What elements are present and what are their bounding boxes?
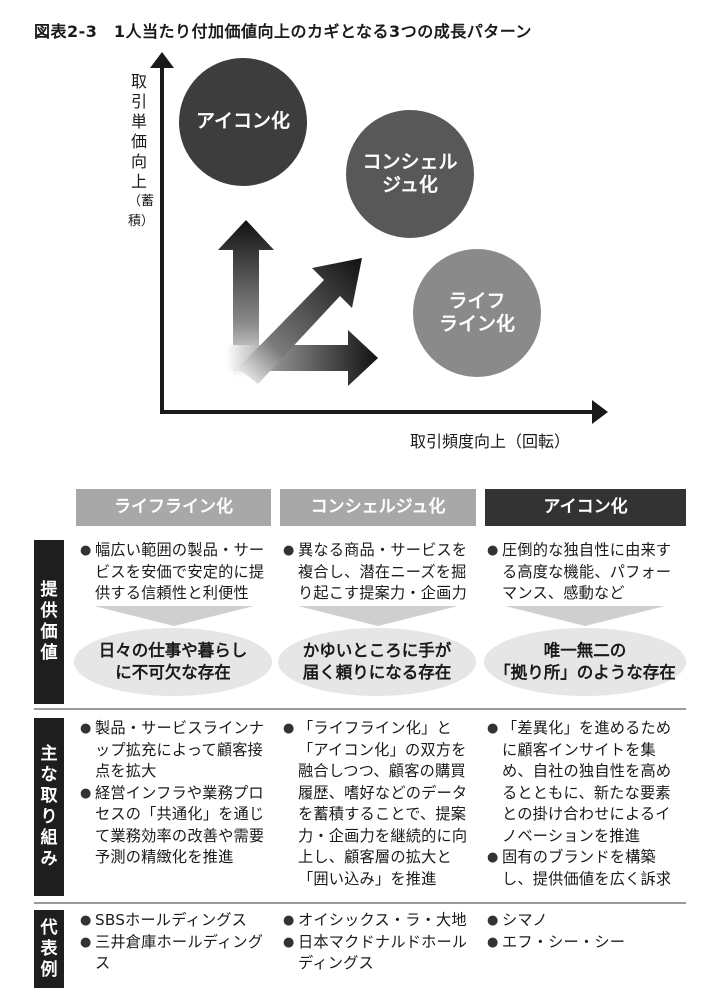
value-cell-icon: 圧倒的な独自性に由来する高度な機能、パフォーマンス、感動など: [487, 540, 683, 605]
y-axis-label: 取 引 単 価 向 上 （蓄 積）: [128, 72, 155, 229]
list-item: 幅広い範囲の製品・サービスを安価で安定的に提供する信頼性と利便性: [80, 540, 270, 605]
examples-cell-icon: シマノ エフ・シー・シー: [487, 910, 683, 953]
list-item: 「差異化」を進めるために顧客インサイトを集め、自社の独自性を高めるとともに、新た…: [487, 718, 683, 847]
row-label-examples: 代 表 例: [34, 910, 64, 988]
figure-title: 図表2-3 1人当たり付加価値向上のカギとなる3つの成長パターン: [34, 22, 532, 41]
circle-label-concierge: コンシェル ジュ化: [362, 151, 458, 196]
list-item: SBSホールディングス: [80, 910, 270, 932]
circle-icon-pattern: [179, 58, 307, 186]
header-concierge: コンシェルジュ化: [280, 489, 476, 526]
initiatives-cell-concierge: 「ライフライン化」と「アイコン化」の双方を融合しつつ、顧客の購買履歴、嗜好などの…: [283, 718, 475, 890]
y-axis: [150, 52, 174, 412]
list-item: エフ・シー・シー: [487, 932, 683, 954]
examples-cell-lifeline: SBSホールディングス 三井倉庫ホールディングス: [80, 910, 270, 975]
arrow-diagonal: [238, 258, 362, 384]
list-item: 固有のブランドを構築し、提供価値を広く訴求: [487, 847, 683, 890]
pointer-triangle: [298, 606, 458, 626]
circle-label-lifeline: ライフ ライン化: [438, 290, 515, 335]
row-divider: [34, 708, 686, 710]
circle-label-icon: アイコン化: [195, 110, 291, 132]
arrow-up: [218, 220, 274, 378]
list-item: 「ライフライン化」と「アイコン化」の双方を融合しつつ、顧客の購買履歴、嗜好などの…: [283, 718, 475, 890]
row-divider: [34, 902, 686, 904]
pointer-triangle: [94, 606, 254, 626]
circle-lifeline-pattern: [413, 249, 541, 377]
row-label-value: 提 供 価 値: [34, 540, 64, 704]
value-cell-lifeline: 幅広い範囲の製品・サービスを安価で安定的に提供する信頼性と利便性: [80, 540, 270, 605]
list-item: 異なる商品・サービスを複合し、潜在ニーズを掘り起こす提案力・企画力: [283, 540, 475, 605]
list-item: 日本マクドナルドホールディングス: [283, 932, 475, 975]
x-axis: [160, 400, 608, 424]
header-lifeline: ライフライン化: [76, 489, 271, 526]
list-item: 圧倒的な独自性に由来する高度な機能、パフォーマンス、感動など: [487, 540, 683, 605]
list-item: 経営インフラや業務プロセスの「共通化」を通じて業務効率の改善や需要予測の精緻化を…: [80, 783, 270, 869]
list-item: 三井倉庫ホールディングス: [80, 932, 270, 975]
arrow-right: [226, 330, 378, 386]
value-cell-concierge: 異なる商品・サービスを複合し、潜在ニーズを掘り起こす提案力・企画力: [283, 540, 475, 605]
initiatives-cell-lifeline: 製品・サービスラインナップ拡充によって顧客接点を拡大 経営インフラや業務プロセス…: [80, 718, 270, 869]
growth-pattern-diagram: [150, 52, 608, 424]
header-icon: アイコン化: [485, 489, 686, 526]
examples-cell-concierge: オイシックス・ラ・大地 日本マクドナルドホールディングス: [283, 910, 475, 975]
pointer-triangle: [505, 606, 665, 626]
circle-concierge-pattern: [346, 110, 474, 238]
list-item: オイシックス・ラ・大地: [283, 910, 475, 932]
list-item: 製品・サービスラインナップ拡充によって顧客接点を拡大: [80, 718, 270, 783]
summary-lifeline: 日々の仕事や暮らし に不可欠な存在: [74, 628, 272, 696]
initiatives-cell-icon: 「差異化」を進めるために顧客インサイトを集め、自社の独自性を高めるとともに、新た…: [487, 718, 683, 890]
list-item: シマノ: [487, 910, 683, 932]
summary-concierge: かゆいところに手が 届く頼りになる存在: [278, 628, 476, 696]
summary-icon: 唯一無二の 「拠り所」のような存在: [484, 628, 686, 696]
x-axis-label: 取引頻度向上（回転）: [410, 432, 571, 451]
row-label-initiatives: 主 な 取 り 組 み: [34, 718, 64, 896]
growth-arrows: [218, 220, 378, 386]
